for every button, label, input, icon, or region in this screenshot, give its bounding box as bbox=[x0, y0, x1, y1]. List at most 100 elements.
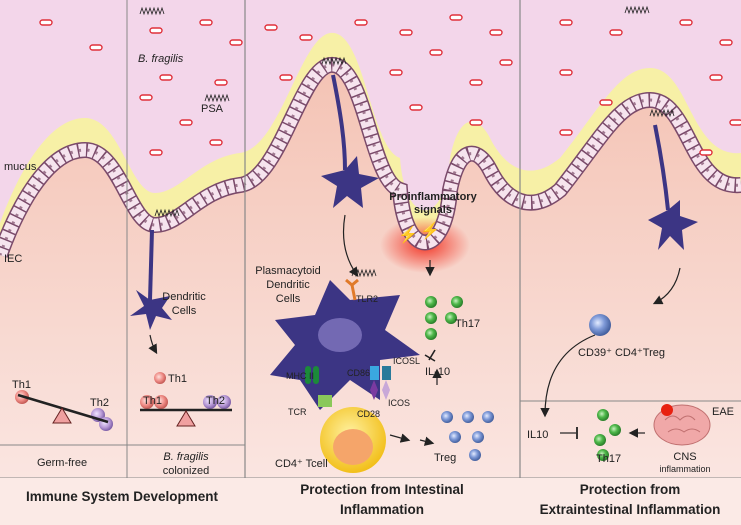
th17-cell bbox=[597, 409, 609, 421]
bacterium bbox=[179, 119, 193, 126]
bacterium bbox=[729, 119, 741, 126]
cells-group bbox=[15, 296, 621, 461]
il10-label: IL-10 bbox=[425, 366, 450, 378]
bacterium bbox=[559, 69, 573, 76]
brain-icon bbox=[653, 404, 711, 446]
bacterium bbox=[559, 19, 573, 26]
psa-molecule bbox=[649, 108, 675, 118]
psa-molecule bbox=[624, 5, 650, 15]
dendritic-cells-label: Cells bbox=[172, 305, 197, 317]
th1-cell bbox=[140, 395, 154, 409]
icosl-label: ICOSL bbox=[393, 356, 420, 366]
bacterium bbox=[39, 19, 53, 26]
th17-cell bbox=[594, 434, 606, 446]
treg-cell bbox=[441, 411, 453, 423]
dendritic-cell bbox=[130, 229, 172, 330]
bacterium bbox=[299, 34, 313, 41]
lightning-icon: ⚡ bbox=[420, 221, 440, 240]
th2-cell bbox=[217, 395, 231, 409]
bacterium bbox=[279, 74, 293, 81]
th17-label: Th17 bbox=[596, 453, 621, 465]
th2-cell bbox=[203, 395, 217, 409]
psa-molecule bbox=[154, 208, 180, 218]
bacterium bbox=[699, 149, 713, 156]
bacterium bbox=[559, 129, 573, 136]
bacterium bbox=[389, 69, 403, 76]
bacterium bbox=[209, 139, 223, 146]
th2-label: Th2 bbox=[206, 395, 225, 407]
proinflammatory-label: signals bbox=[414, 204, 452, 216]
arrows bbox=[148, 214, 681, 446]
il10-label: IL10 bbox=[527, 429, 548, 441]
icos-label: ICOS bbox=[388, 398, 410, 408]
panel-title: Inflammation bbox=[340, 502, 424, 517]
pdc-label: Cells bbox=[276, 293, 301, 305]
dendritic-cell bbox=[648, 124, 698, 250]
panel-title: Extraintestinal Inflammation bbox=[540, 502, 721, 517]
eae-label: EAE bbox=[712, 406, 734, 418]
psa-molecule bbox=[204, 93, 230, 103]
mucus-label: mucus bbox=[4, 161, 37, 173]
bacterium bbox=[149, 149, 163, 156]
th17-cell bbox=[451, 296, 463, 308]
psa-label: PSA bbox=[201, 103, 224, 115]
treg-cell bbox=[462, 411, 474, 423]
proinflammatory-label: Proinflammatory bbox=[389, 191, 477, 203]
dendritic-cell bbox=[321, 74, 379, 208]
bacterium bbox=[709, 74, 723, 81]
tcell-label: CD4⁺ Tcell bbox=[275, 458, 328, 470]
cns-label: inflammation bbox=[659, 464, 710, 474]
bacterium bbox=[159, 74, 173, 81]
th1-label: Th1 bbox=[12, 379, 31, 391]
tlr2-label: TLR2 bbox=[356, 294, 378, 304]
tcr-label: TCR bbox=[288, 407, 307, 417]
th17-cell bbox=[597, 449, 609, 461]
th17-cell bbox=[445, 312, 457, 324]
pdc-label: Plasmacytoid bbox=[255, 265, 320, 277]
th2-label: Th2 bbox=[90, 397, 109, 409]
bacterium bbox=[354, 19, 368, 26]
mhc-label: MHC II bbox=[286, 371, 314, 381]
th1-cell bbox=[154, 372, 166, 384]
cd86-label: CD86 bbox=[347, 368, 370, 378]
bacterium bbox=[264, 24, 278, 31]
treg-label: Treg bbox=[434, 452, 456, 464]
th17-cell bbox=[609, 424, 621, 436]
bacteria-label: B. fragilis bbox=[138, 53, 184, 65]
epithelial-cells bbox=[0, 58, 741, 258]
treg-cell bbox=[472, 431, 484, 443]
bacterium bbox=[489, 29, 503, 36]
bacterium bbox=[399, 29, 413, 36]
bacterium bbox=[469, 79, 483, 86]
iec-label: IEC bbox=[4, 253, 22, 265]
bacterium bbox=[609, 29, 623, 36]
cns-label: CNS bbox=[673, 451, 696, 463]
bacterium bbox=[679, 19, 693, 26]
treg-cell bbox=[482, 411, 494, 423]
bacterium bbox=[89, 44, 103, 51]
bacterium bbox=[409, 104, 423, 111]
bacterium bbox=[719, 39, 733, 46]
bacterium bbox=[139, 94, 153, 101]
colonized-caption: B. fragilis bbox=[163, 451, 209, 463]
bacterium bbox=[499, 59, 513, 66]
bacterium bbox=[469, 119, 483, 126]
colonized-caption: colonized bbox=[163, 465, 209, 477]
cd28-label: CD28 bbox=[357, 409, 380, 419]
th1-label: Th1 bbox=[143, 395, 162, 407]
cd39-treg-label: CD39⁺ CD4⁺Treg bbox=[578, 347, 665, 359]
panel-title: Protection from Intestinal bbox=[300, 482, 464, 497]
title-band bbox=[0, 478, 741, 525]
th17-cell bbox=[425, 312, 437, 324]
lightning-icon: ⚡ bbox=[398, 225, 418, 244]
cd39-treg-cell bbox=[589, 314, 611, 336]
panel-title: Immune System Development bbox=[26, 489, 219, 504]
treg-cell bbox=[469, 449, 481, 461]
th17-label: Th17 bbox=[455, 318, 480, 330]
bacterium bbox=[229, 39, 243, 46]
germ-free-caption: Germ-free bbox=[37, 457, 87, 469]
treg-cell bbox=[449, 431, 461, 443]
bacterium bbox=[599, 99, 613, 106]
